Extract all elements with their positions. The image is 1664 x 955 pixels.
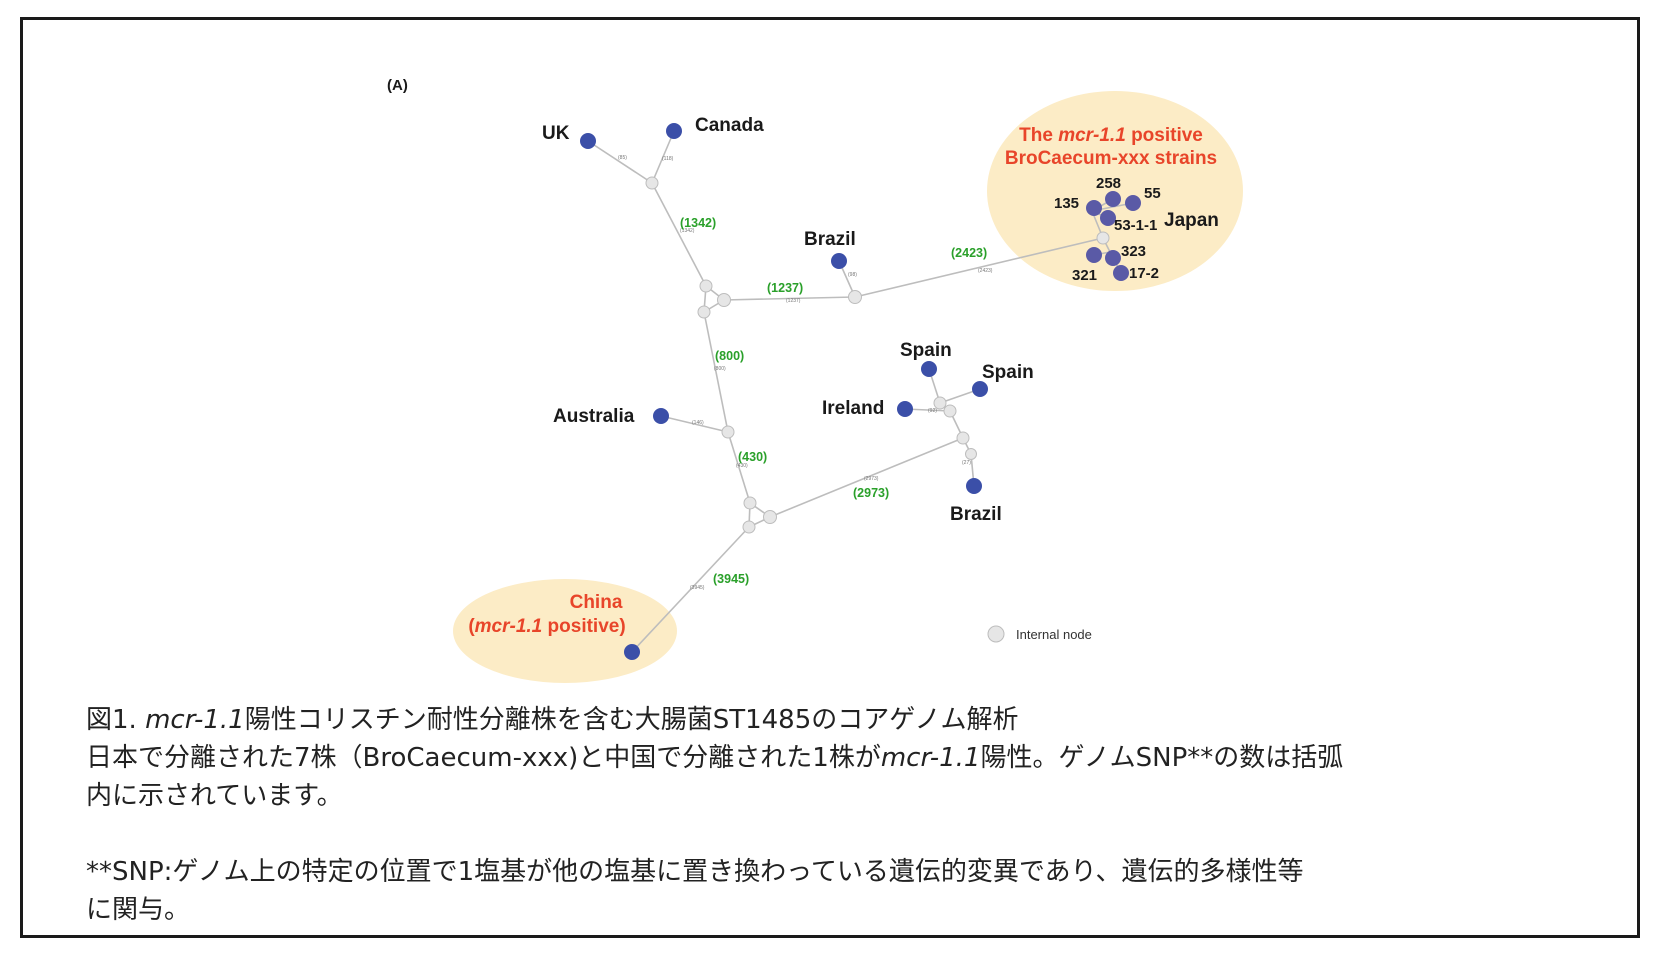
node-55 <box>1125 195 1141 211</box>
svg-text:(92): (92) <box>928 408 937 414</box>
node-321 <box>1086 247 1102 263</box>
strain-label: 135 <box>1054 195 1079 212</box>
node-canada <box>666 123 682 139</box>
node-uk <box>580 133 596 149</box>
node-ireland <box>897 401 913 417</box>
svg-text:(2973): (2973) <box>864 476 879 482</box>
label-brazil-bottom: Brazil <box>950 504 1002 525</box>
node-spain-1 <box>921 361 937 377</box>
node-spain-2 <box>972 381 988 397</box>
svg-text:(800): (800) <box>714 366 726 372</box>
node-323 <box>1105 250 1121 266</box>
label-spain-1: Spain <box>900 340 952 361</box>
japan-highlight-title-1: The mcr-1.1 positive <box>1019 125 1203 146</box>
japan-strain-nodes <box>1086 191 1141 281</box>
legend-internal-node-swatch <box>987 625 1005 643</box>
snp-count: (3945) <box>713 572 749 586</box>
svg-text:(85): (85) <box>618 155 627 161</box>
svg-text:(118): (118) <box>662 156 674 162</box>
strain-label: 55 <box>1144 185 1161 202</box>
node-china <box>624 644 640 660</box>
caption-spacer <box>86 815 1586 853</box>
japan-highlight <box>987 91 1243 291</box>
label-canada: Canada <box>695 115 764 136</box>
svg-text:(1342): (1342) <box>680 228 695 234</box>
label-australia: Australia <box>553 406 635 427</box>
internal-nodes <box>645 176 1110 534</box>
label-brazil-top: Brazil <box>804 229 856 250</box>
snp-count: (430) <box>738 450 767 464</box>
china-highlight <box>453 579 677 683</box>
legend-label: Internal node <box>1016 627 1092 642</box>
svg-text:(1237): (1237) <box>786 298 801 304</box>
label-spain-2: Spain <box>982 362 1034 383</box>
china-highlight-title-2: (mcr-1.1 positive) <box>468 616 625 637</box>
caption-line-3: 内に示されています。 <box>86 781 343 811</box>
label-uk: UK <box>542 123 570 144</box>
snp-count: (1342) <box>680 216 716 230</box>
strain-label: 53-1-1 <box>1114 217 1157 234</box>
strain-label: 258 <box>1096 175 1121 192</box>
node-brazil-top <box>831 253 847 269</box>
phylogenetic-network: (85) (118) (1342) (1237) (2423) (98) (80… <box>387 77 1243 683</box>
strain-label: 17-2 <box>1129 265 1159 282</box>
node-brazil-bottom <box>966 478 982 494</box>
figure-frame <box>20 17 1640 938</box>
snp-count: (800) <box>715 349 744 363</box>
caption-line-1: 図1. mcr-1.1陽性コリスチン耐性分離株を含む大腸菌ST1485のコアゲノ… <box>86 705 1019 735</box>
branch-length-ticks: (85) (118) (1342) (1237) (2423) (98) (80… <box>618 155 993 591</box>
svg-text:(2423): (2423) <box>978 268 993 274</box>
label-japan: Japan <box>1164 210 1219 231</box>
node-17-2 <box>1113 265 1129 281</box>
strain-nodes <box>580 123 988 660</box>
node-258 <box>1105 191 1121 207</box>
svg-text:(98): (98) <box>848 272 857 278</box>
snp-count: (1237) <box>767 281 803 295</box>
node-135 <box>1086 200 1102 216</box>
figure-caption: 図1. mcr-1.1陽性コリスチン耐性分離株を含む大腸菌ST1485のコアゲノ… <box>86 701 1586 929</box>
svg-text:(27): (27) <box>962 460 971 466</box>
japan-highlight-title-2: BroCaecum-xxx strains <box>1005 148 1217 169</box>
node-australia <box>653 408 669 424</box>
svg-text:(430): (430) <box>736 463 748 469</box>
strain-label: 321 <box>1072 267 1097 284</box>
caption-footnote-line-2: に関与。 <box>86 895 191 925</box>
caption-line-2: 日本で分離された7株（BroCaecum-xxx)と中国で分離された1株がmcr… <box>86 743 1344 773</box>
legend: Internal node <box>987 625 1092 643</box>
svg-text:(3945): (3945) <box>690 585 705 591</box>
snp-count: (2973) <box>853 486 889 500</box>
svg-text:(146): (146) <box>692 420 704 426</box>
label-ireland: Ireland <box>822 398 884 419</box>
node-53-1-1 <box>1100 210 1116 226</box>
china-highlight-title-1: China <box>570 592 623 613</box>
caption-footnote-line-1: **SNP:ゲノム上の特定の位置で1塩基が他の塩基に置き換わっている遺伝的変異で… <box>86 857 1304 887</box>
panel-label: (A) <box>387 77 408 94</box>
strain-label: 323 <box>1121 243 1146 260</box>
snp-count: (2423) <box>951 246 987 260</box>
